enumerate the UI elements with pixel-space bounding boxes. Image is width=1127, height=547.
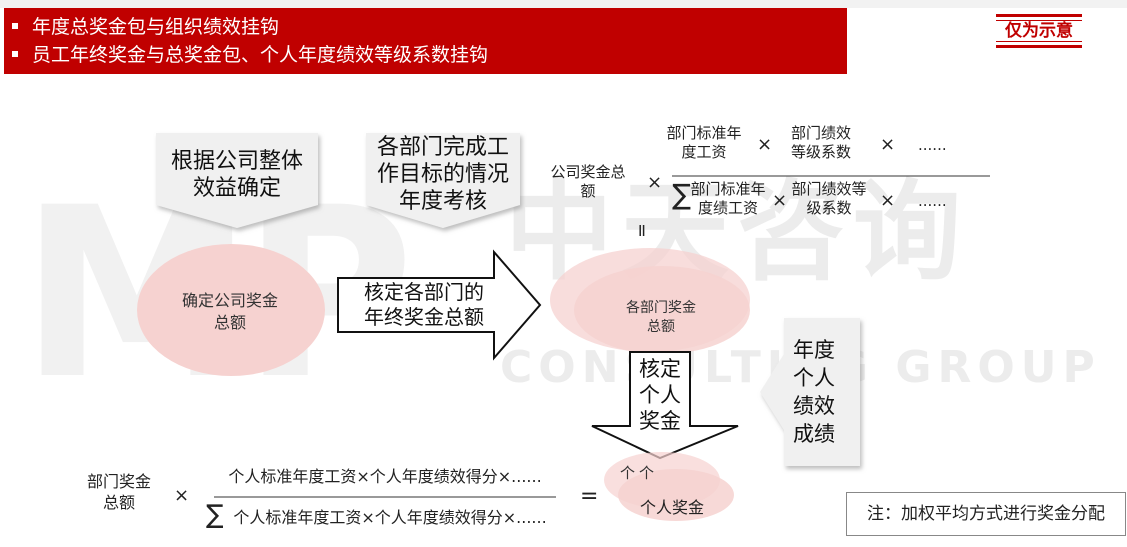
callout-performance-line-4: 成绩 [793,422,835,446]
den-term1-line-2: 度绩工资 [697,199,758,217]
formula-top-num-term1: 部门标准年 度工资 [658,124,750,162]
formula-top-den-ellipsis: ...... [918,192,947,210]
formula-top-times: × [647,172,663,193]
formula-bottom-sigma: ∑ [206,500,224,530]
banner-text-1: 年度总奖金包与组织绩效挂钩 [32,16,280,38]
formula-top-num-times-1: × [757,134,773,155]
den-term2-line-2: 级系数 [806,199,852,217]
callout-company-line-1: 根据公司整体 [170,149,303,174]
callout-company-shape [156,133,318,228]
den-term2-line-1: 部门绩效等 [791,180,867,198]
down-arrow-line-3: 奖金 [639,409,681,433]
company-ellipse-line-1: 确定公司奖金 [181,291,278,310]
right-arrow-shape [337,249,542,361]
note-box: 注：加权平均方式进行奖金分配 [846,492,1126,536]
callout-performance-shape [760,318,860,466]
callout-dept-shape [366,133,520,228]
right-arrow-line-1: 核定各部门的 [364,280,484,304]
callout-performance-line-1: 年度 [793,338,835,362]
formula-bottom-denominator: 个人标准年度工资×个人年度绩效得分×...... [233,508,547,527]
formula-bottom-times: × [174,485,190,506]
callout-dept-text: 各部门完成工 作目标的情况 年度考核 [366,134,520,215]
formula-top-num-ellipsis: ...... [918,136,947,154]
illustrative-stamp: 仅为示意 [996,14,1082,48]
dept-ellipse-front [574,266,750,354]
formula-top-den-term1: 部门标准年 度绩工资 [684,180,772,218]
down-arrow-line-2: 个人 [639,383,681,407]
banner-text-2: 员工年终奖金与总奖金包、个人年度绩效等级系数挂钩 [32,44,489,66]
down-arrow-line-1: 核定 [639,357,681,381]
right-arrow-label: 核定各部门的 年终奖金总额 [344,280,504,330]
result-ellipse-front [618,469,734,521]
formula-top-equals: II [638,222,646,240]
formula-bottom-left-line-2: 总额 [102,493,135,512]
formula-top-num-term2: 部门绩效 等级系数 [776,124,866,162]
callout-company-line-2: 效益确定 [192,176,281,201]
company-ellipse-line-2: 总额 [213,313,246,332]
num-term1-line-1: 部门标准年 [666,124,742,142]
callout-dept-line-1: 各部门完成工 [376,135,509,160]
formula-bottom-left: 部门奖金 总额 [76,471,162,513]
formula-top-den-term2: 部门绩效等 级系数 [784,180,874,218]
header-banner: 年度总奖金包与组织绩效挂钩 员工年终奖金与总奖金包、个人年度绩效等级系数挂钩 [4,8,847,74]
right-arrow-line-2: 年终奖金总额 [364,305,484,329]
callout-performance-line-2: 个人 [793,366,835,390]
square-bullet-icon [12,50,18,57]
banner-bullet-1: 年度总奖金包与组织绩效挂钩 [12,13,279,41]
dept-ellipse-label: 各部门奖金 总额 [596,299,726,337]
top-strip [0,0,1127,8]
formula-top-den-times-1: × [772,190,788,211]
banner-bullet-2: 员工年终奖金与总奖金包、个人年度绩效等级系数挂钩 [12,41,488,69]
formula-top-left-line-1: 公司奖金总 [550,163,626,181]
company-ellipse-label: 确定公司奖金 总额 [150,290,310,334]
dept-ellipse-line-2: 总额 [647,319,675,335]
num-term1-line-2: 度工资 [681,143,727,161]
formula-top-num-times-2: × [880,134,896,155]
down-arrow-shape [591,351,739,460]
formula-top-den-times-2: × [880,190,896,211]
formula-bottom-left-line-1: 部门奖金 [86,472,151,491]
callout-performance-line-3: 绩效 [793,394,835,418]
formula-top-left: 公司奖金总 额 [540,163,636,201]
callout-dept-line-2: 作目标的情况 [376,162,509,187]
square-bullet-icon [12,22,18,29]
formula-bottom-numerator: 个人标准年度工资×个人年度绩效得分×...... [228,467,542,486]
den-term1-line-1: 部门标准年 [690,180,766,198]
callout-performance-text: 年度 个人 绩效 成绩 [784,336,844,448]
num-term2-line-1: 部门绩效 [790,124,851,142]
result-stack-marks: 个个 [620,464,659,482]
formula-top-sigma: ∑ [672,178,691,211]
dept-ellipse-line-1: 各部门奖金 [626,300,696,316]
callout-company-text: 根据公司整体 效益确定 [156,148,318,202]
num-term2-line-2: 等级系数 [790,143,851,161]
down-arrow-label: 核定 个人 奖金 [630,356,690,434]
formula-bottom-equals: = [580,484,599,509]
company-ellipse [137,244,325,376]
callout-dept-line-3: 年度考核 [398,189,487,214]
formula-top-left-line-2: 额 [580,182,596,200]
result-label: 个人奖金 [640,498,705,517]
